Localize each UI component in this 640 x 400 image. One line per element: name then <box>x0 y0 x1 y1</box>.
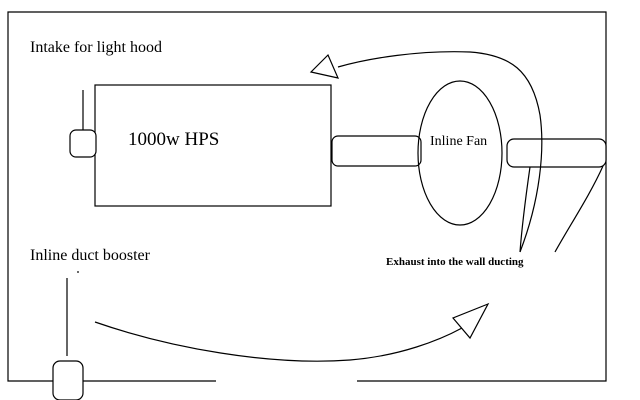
exhaust-label: Exhaust into the wall ducting <box>386 256 524 268</box>
intake-collar <box>69 129 97 158</box>
duct-hood-to-fan <box>331 135 422 167</box>
light-hood-box <box>94 84 332 207</box>
return-airflow-curve <box>337 51 543 253</box>
booster-collar <box>52 360 84 400</box>
intake-airflow-curve <box>94 321 463 362</box>
intake-label: Intake for light hood <box>30 39 162 56</box>
light-label: 1000w HPS <box>128 129 219 150</box>
exhaust-line-left <box>519 166 531 253</box>
booster-dot <box>77 271 79 273</box>
duct-fan-to-wall <box>506 138 607 168</box>
inline-fan <box>417 80 503 226</box>
exhaust-line-right <box>554 165 604 253</box>
return-airflow-arrowhead <box>309 53 340 79</box>
intake-airflow-arrowhead <box>452 302 490 340</box>
fan-label: Inline Fan <box>430 134 487 149</box>
booster-label: Inline duct booster <box>30 247 151 264</box>
room-outline <box>7 11 607 382</box>
